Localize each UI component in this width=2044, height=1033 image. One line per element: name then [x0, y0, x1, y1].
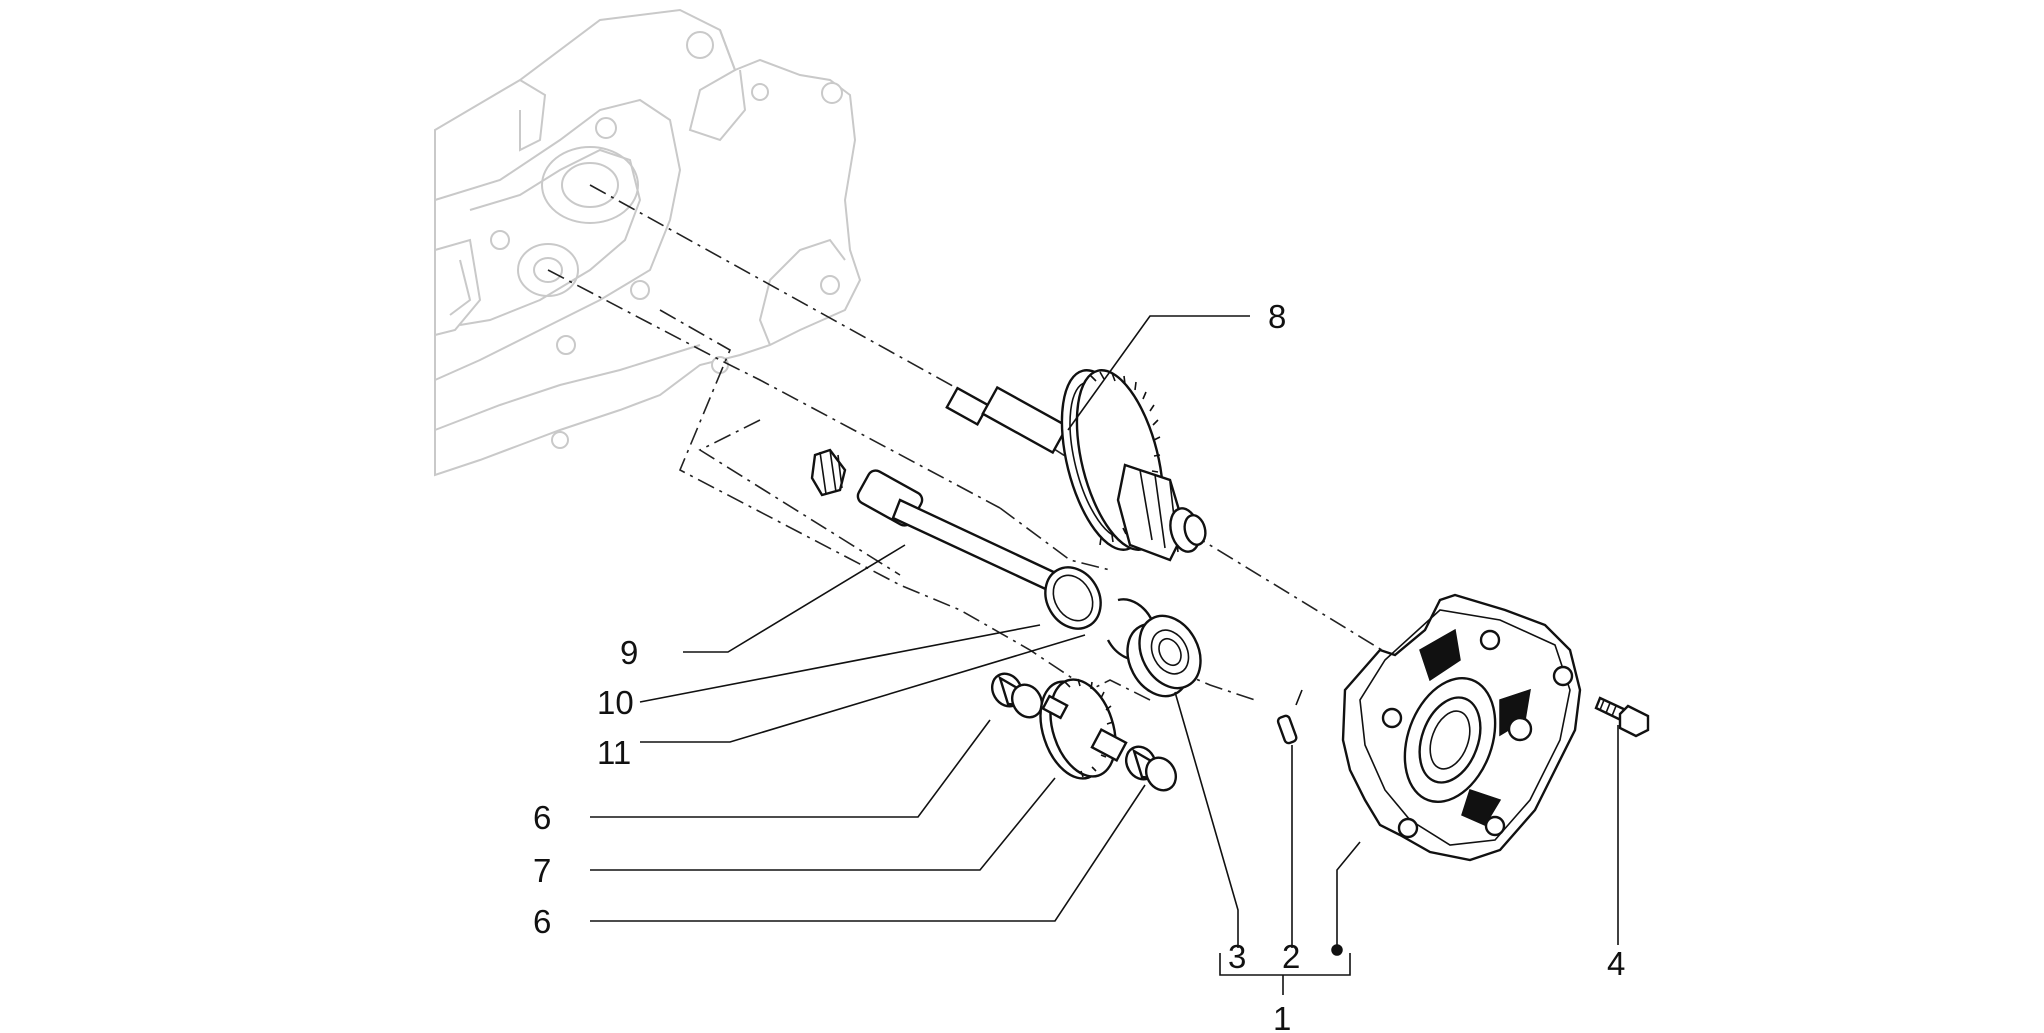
callout-6-lower: 6: [533, 903, 551, 940]
ring: [1044, 566, 1102, 630]
dowel-pin: [1276, 689, 1303, 745]
callout-7: 7: [533, 852, 551, 889]
callout-10: 10: [597, 684, 634, 721]
bolt: [1594, 696, 1650, 738]
transmission-cover: [1341, 593, 1582, 862]
callout-9: 9: [620, 634, 638, 671]
callout-11: 11: [597, 734, 631, 771]
leader-lines: [590, 315, 1619, 995]
callout-2: 2: [1282, 938, 1300, 975]
callout-3: 3: [1228, 938, 1246, 975]
countershaft-gear: [945, 369, 1207, 562]
housing-outline: [434, 8, 862, 477]
callout-labels: 8 9 10 11 6 7 6 3 2 1 4: [533, 298, 1625, 1033]
secondary-gear: [1039, 678, 1128, 780]
callout-1: 1: [1273, 1000, 1291, 1033]
callout-8: 8: [1268, 298, 1286, 335]
ball-bearing: [1126, 614, 1202, 698]
callout-6-upper: 6: [533, 799, 551, 836]
bushing-lower: [1124, 745, 1178, 792]
bushing-upper: [990, 672, 1044, 719]
callout-4: 4: [1607, 945, 1625, 982]
assembly-axes: [547, 184, 1391, 701]
